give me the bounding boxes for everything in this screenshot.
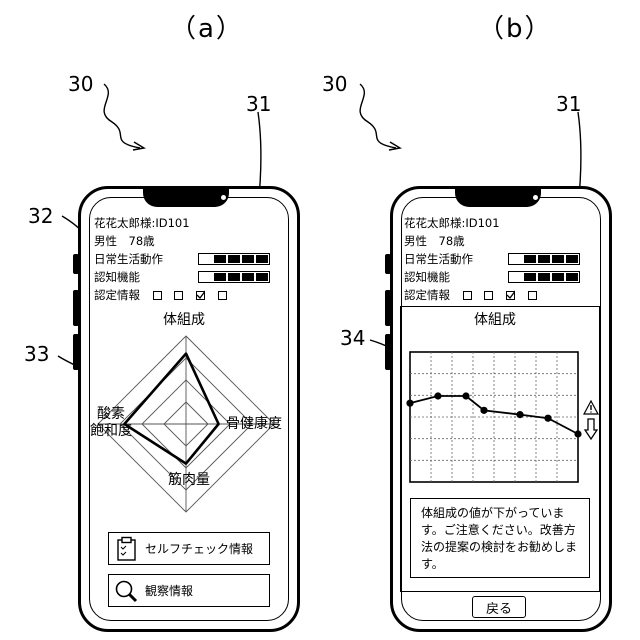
back-button-label: 戻る xyxy=(486,598,512,617)
warning-triangle-icon xyxy=(583,400,599,415)
down-arrow-icon xyxy=(584,418,598,440)
graph-data-point xyxy=(574,430,581,437)
graph-data-point xyxy=(544,415,551,422)
graph-data-point xyxy=(406,400,413,407)
graph-data-point xyxy=(516,411,523,418)
graph-data-point xyxy=(462,392,469,399)
graph-data-point xyxy=(480,407,487,414)
graph-data-point xyxy=(434,392,441,399)
advice-message: 体組成の値が下がっています。ご注意ください。改善方法の提案の検討をお勧めします。 xyxy=(410,498,590,578)
back-button[interactable]: 戻る xyxy=(472,596,526,618)
